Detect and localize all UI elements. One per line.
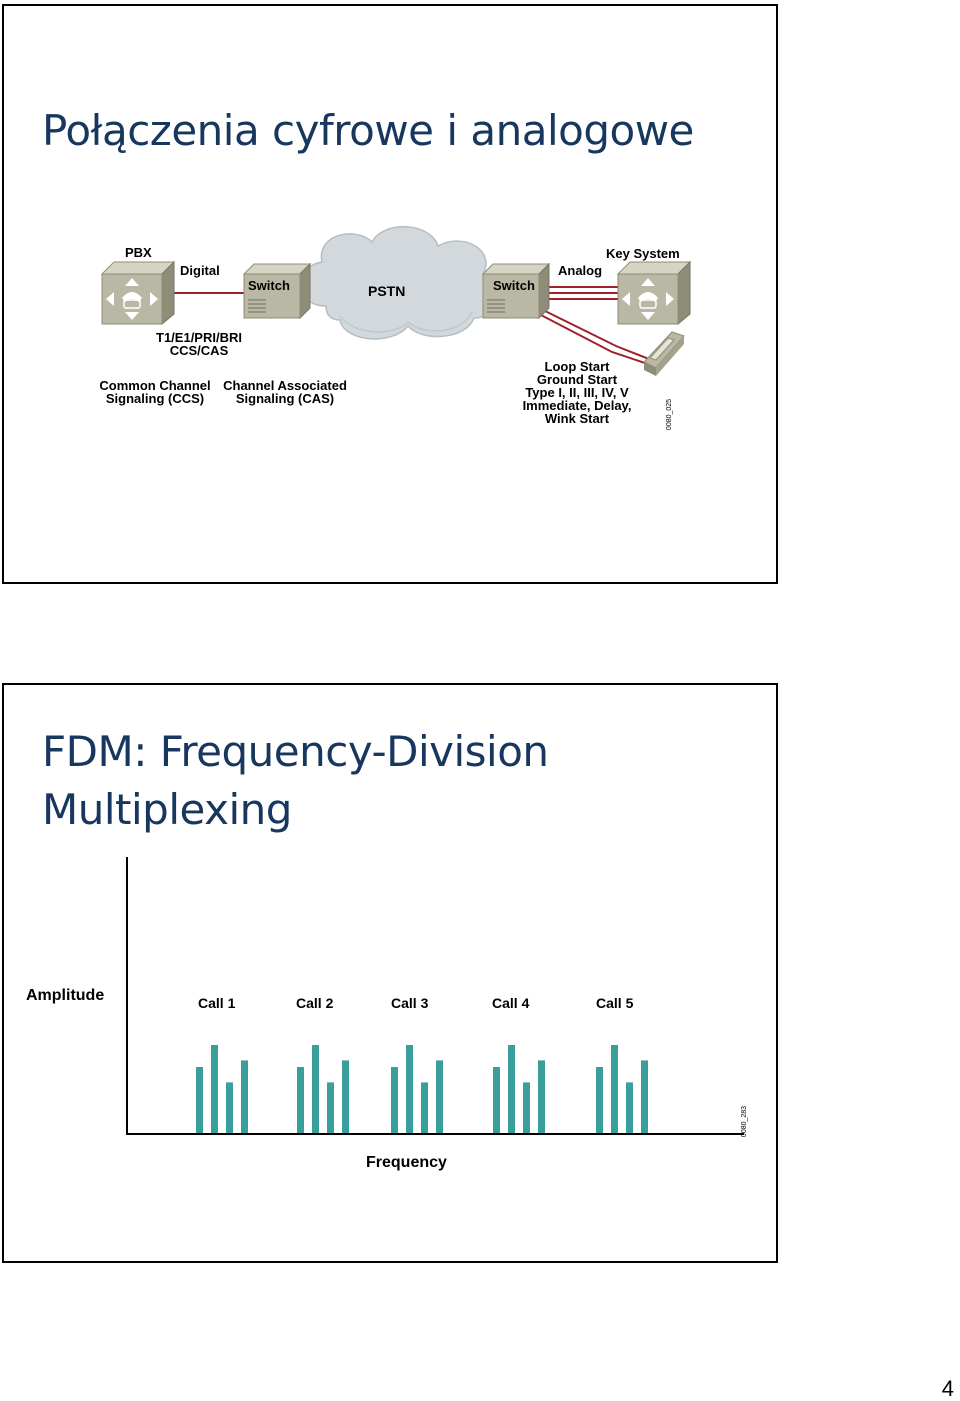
frequency-bar: [226, 1082, 233, 1133]
group-label: Call 5: [596, 995, 634, 1011]
cas-label: Channel Associated Signaling (CAS): [218, 379, 352, 405]
t1-line-2: CCS/CAS: [169, 343, 229, 358]
slide-digital-analog: Połączenia cyfrowe i analogowe: [2, 4, 778, 584]
ccs-line-1: Common Channel: [99, 378, 211, 393]
digital-label: Digital: [180, 263, 220, 278]
frequency-bar: [421, 1082, 428, 1133]
switch-right-device: [481, 262, 551, 320]
group-label: Call 4: [492, 995, 530, 1011]
analog-link-phone-2: [538, 313, 655, 367]
frequency-bar: [611, 1045, 618, 1133]
slide-title: FDM: Frequency-Division Multiplexing: [42, 723, 549, 839]
frequency-bar: [508, 1045, 515, 1133]
switch-left-device: [242, 262, 312, 320]
analog-link-phone-1: [538, 307, 655, 362]
frequency-bar: [641, 1060, 648, 1133]
fdm-chart: [126, 857, 744, 1135]
frequency-bar: [391, 1067, 398, 1133]
frequency-bar: [312, 1045, 319, 1133]
frequency-bar: [297, 1067, 304, 1133]
frequency-bar: [327, 1082, 334, 1133]
t1-e1-label: T1/E1/PRI/BRI CCS/CAS: [149, 331, 249, 357]
telephone-icon: [643, 331, 685, 376]
ccs-label: Common Channel Signaling (CCS): [94, 379, 216, 405]
ccs-line-2: Signaling (CCS): [105, 391, 205, 406]
frequency-bar: [523, 1082, 530, 1133]
group-label: Call 3: [391, 995, 429, 1011]
pbx-label: PBX: [125, 245, 152, 260]
frequency-bar: [211, 1045, 218, 1133]
title-line-1: FDM: Frequency-Division: [42, 727, 549, 776]
bars-layer: [196, 1045, 648, 1133]
frequency-bar: [406, 1045, 413, 1133]
x-axis-label: Frequency: [366, 1154, 447, 1171]
cas-line-2: Signaling (CAS): [235, 391, 335, 406]
frequency-bar: [196, 1067, 203, 1133]
analog-type-item: Type I, II, III, IV, V: [525, 385, 629, 400]
key-system-device: [616, 260, 692, 326]
pstn-label: PSTN: [368, 283, 406, 299]
slide-title: Połączenia cyfrowe i analogowe: [42, 106, 694, 155]
figure-id: 0080_283: [741, 1105, 749, 1138]
group-label: Call 2: [296, 995, 334, 1011]
group-label: Call 1: [198, 995, 236, 1011]
key-system-label: Key System: [606, 246, 680, 261]
t1-line-1: T1/E1/PRI/BRI: [156, 330, 242, 345]
title-line-2: Multiplexing: [42, 785, 292, 834]
cas-line-1: Channel Associated: [223, 378, 347, 393]
frequency-bar: [241, 1060, 248, 1133]
frequency-bar: [596, 1067, 603, 1133]
frequency-bar: [493, 1067, 500, 1133]
analog-label: Analog: [558, 263, 603, 278]
y-axis-label: Amplitude: [26, 987, 105, 1004]
analog-type-item: Ground Start: [536, 372, 618, 387]
analog-type-item: Loop Start: [544, 359, 610, 374]
analog-type-item: Wink Start: [544, 411, 610, 426]
frequency-bar: [436, 1060, 443, 1133]
page-number: 4: [941, 1376, 954, 1401]
figure-id: 0080_025: [666, 398, 674, 431]
analog-type-item: Immediate, Delay,: [522, 398, 632, 413]
frequency-bar: [538, 1060, 545, 1133]
frequency-bar: [342, 1060, 349, 1133]
frequency-bar: [626, 1082, 633, 1133]
pbx-device: [100, 260, 176, 326]
analog-signaling-types: Loop Start Ground Start Type I, II, III,…: [512, 360, 642, 425]
switch-right-label: Switch: [493, 278, 535, 293]
slide-fdm: FDM: Frequency-Division Multiplexing Amp…: [2, 683, 778, 1263]
switch-left-label: Switch: [248, 278, 290, 293]
pstn-cloud: [299, 226, 503, 340]
network-diagram: [100, 226, 692, 376]
